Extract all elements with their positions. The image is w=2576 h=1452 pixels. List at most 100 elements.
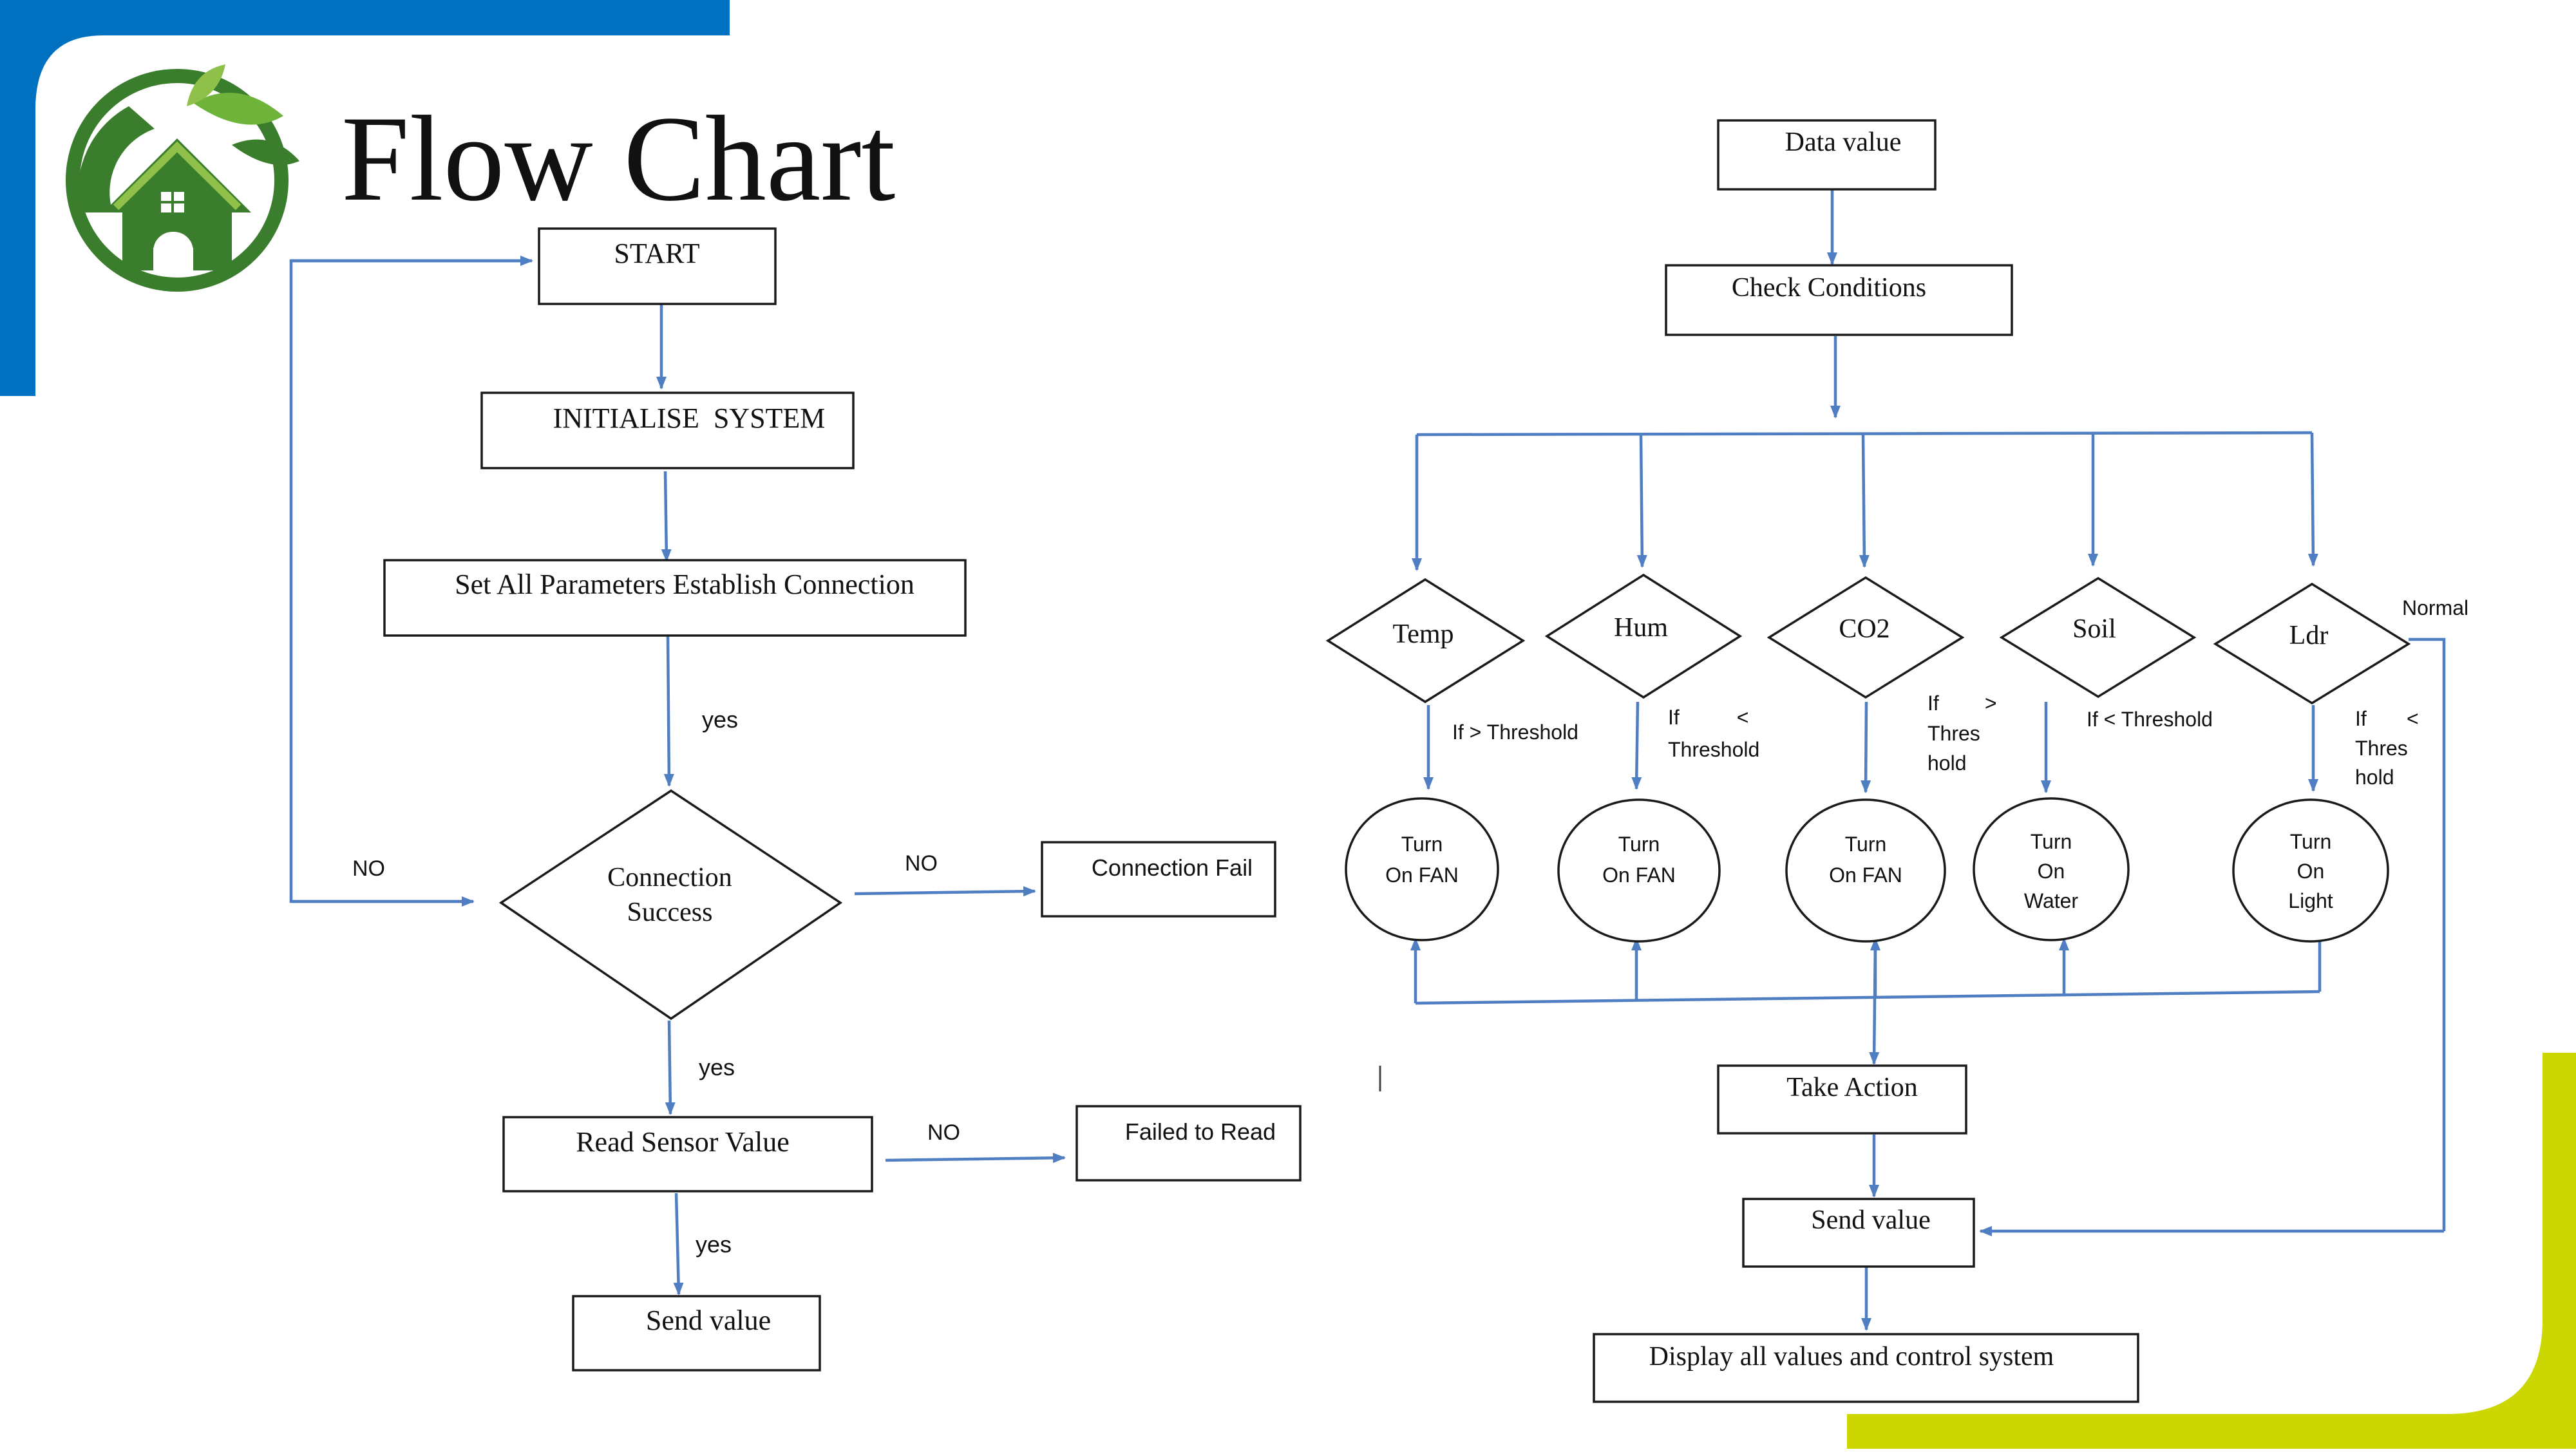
yes-label-2: yes	[699, 1054, 735, 1080]
normal-path-line	[2409, 637, 2446, 1231]
soil-condition: If < Threshold	[2087, 708, 2213, 731]
arrow-read-to-send	[673, 1193, 684, 1296]
left-send-value-label: Send value	[646, 1305, 771, 1336]
connection-fail-label: Connection Fail	[1092, 854, 1253, 881]
action-co2-fan: Turn On FAN	[1785, 798, 1946, 943]
left-flow-arrows	[289, 256, 1066, 1296]
arrow-hum-to-fan	[1631, 701, 1642, 790]
display-box: Display all values and control system	[1593, 1333, 2139, 1403]
check-conditions-label: Check Conditions	[1732, 273, 1926, 303]
hum-cond-line-2: Threshold	[1668, 738, 1759, 761]
arrow-params-to-decision	[663, 636, 674, 787]
ldr-action-line-3: Light	[2288, 889, 2333, 912]
arrow-decision-to-read	[665, 1020, 676, 1115]
start-box: START	[538, 227, 777, 305]
co2-action-line-1: Turn	[1845, 833, 1887, 856]
failed-read-label: Failed to Read	[1125, 1118, 1276, 1145]
ldr-cond-line-2: Thres	[2355, 737, 2408, 760]
sensor-decision-hum: Hum	[1544, 573, 1743, 699]
soil-action-line-3: Water	[2024, 889, 2079, 912]
eco-house-icon	[66, 64, 299, 292]
soil-label: Soil	[2072, 614, 2116, 644]
arrow-to-ldr	[2307, 432, 2318, 567]
sensor-decision-soil: Soil	[1999, 576, 2197, 699]
right-flowchart: Data value Check Conditions Temp Hum CO2…	[1325, 119, 2468, 1403]
lime-frame-decoration	[1847, 1053, 2576, 1449]
collector-bus-line	[1415, 990, 2320, 1005]
connection-fail-box: Connection Fail	[1041, 841, 1276, 918]
sensor-decision-co2: CO2	[1766, 576, 1965, 699]
data-value-box: Data value	[1717, 119, 1937, 191]
no-fail-label: NO	[905, 851, 938, 876]
read-sensor-label: Read Sensor Value	[576, 1126, 790, 1158]
data-value-label: Data value	[1785, 127, 1902, 157]
arrow-to-hum	[1636, 434, 1647, 568]
ldr-condition: If < Thres hold	[2355, 707, 2419, 789]
branch-bus-line	[1416, 431, 2313, 437]
action-soil-water: Turn On Water	[1973, 797, 2130, 941]
sensor-decision-temp: Temp	[1325, 578, 1526, 704]
set-parameters-label: Set All Parameters Establish Connection	[455, 569, 914, 600]
yes-label-1: yes	[702, 706, 738, 733]
hum-label: Hum	[1614, 613, 1668, 643]
arrow-decision-to-fail	[854, 886, 1036, 897]
failed-read-box: Failed to Read	[1075, 1105, 1302, 1182]
soil-action-line-2: On	[2038, 860, 2065, 883]
hum-cond-line-1: If <	[1668, 706, 1748, 729]
right-send-value-label: Send value	[1811, 1205, 1930, 1235]
action-ldr-light: Turn On Light	[2232, 798, 2389, 943]
read-sensor-box: Read Sensor Value	[502, 1116, 873, 1193]
action-temp-fan: Turn On FAN	[1345, 797, 1499, 941]
co2-cond-line-3: hold	[1927, 751, 1967, 775]
arrow-init-to-params	[661, 471, 672, 562]
ldr-label: Ldr	[2289, 621, 2329, 650]
blue-frame-decoration	[0, 0, 730, 396]
right-flow-arrows	[1379, 190, 2446, 1331]
temp-action-line-1: Turn	[1401, 833, 1443, 856]
left-send-value-box: Send value	[572, 1295, 821, 1372]
ldr-cond-line-1: If <	[2355, 707, 2419, 730]
co2-action-line-2: On FAN	[1829, 863, 1902, 887]
co2-label: CO2	[1839, 614, 1889, 644]
co2-cond-line-1: If >	[1927, 692, 1997, 715]
action-hum-fan: Turn On FAN	[1557, 798, 1721, 943]
decision-line-2: Success	[627, 898, 713, 927]
right-send-value-box: Send value	[1742, 1198, 1975, 1268]
hum-action-line-2: On FAN	[1602, 863, 1676, 887]
soil-action-line-1: Turn	[2031, 830, 2072, 853]
co2-condition: If > Thres hold	[1927, 692, 1997, 775]
arrow-to-take-action	[1869, 938, 1880, 1065]
sensor-decision-ldr: Ldr	[2213, 582, 2411, 705]
take-action-box: Take Action	[1717, 1064, 1967, 1135]
left-flowchart: START INITIALISE SYSTEM Set All Paramete…	[289, 227, 1302, 1372]
initialise-box: INITIALISE SYSTEM	[480, 391, 855, 469]
start-label: START	[614, 238, 699, 269]
hum-condition: If < Threshold	[1668, 706, 1759, 761]
ldr-action-line-1: Turn	[2290, 830, 2332, 853]
initialise-label: INITIALISE SYSTEM	[553, 402, 826, 434]
no-loop-label: NO	[352, 856, 385, 881]
soil-cond-line-1: If < Threshold	[2087, 708, 2213, 731]
arrow-read-to-failed	[885, 1153, 1066, 1164]
normal-label: Normal	[2402, 596, 2468, 619]
co2-cond-line-2: Thres	[1927, 722, 1980, 745]
connection-decision: Connection Success	[498, 789, 843, 1021]
set-parameters-box: Set All Parameters Establish Connection	[383, 559, 967, 637]
no-read-label: NO	[927, 1120, 960, 1145]
arrow-to-co2	[1859, 434, 1870, 568]
temp-action-line-2: On FAN	[1385, 863, 1459, 887]
check-conditions-box: Check Conditions	[1665, 264, 2013, 336]
ldr-cond-line-3: hold	[2355, 766, 2394, 789]
temp-cond-line-1: If > Threshold	[1452, 721, 1578, 744]
temp-condition: If > Threshold	[1452, 721, 1578, 744]
display-label: Display all values and control system	[1649, 1342, 2054, 1372]
slide-title: Flow Chart	[341, 91, 895, 227]
yes-label-3: yes	[696, 1231, 732, 1258]
ldr-action-line-2: On	[2297, 860, 2325, 883]
decision-line-1: Connection	[607, 863, 732, 892]
hum-action-line-1: Turn	[1618, 833, 1660, 856]
take-action-label: Take Action	[1786, 1073, 1918, 1102]
temp-label: Temp	[1392, 619, 1454, 649]
